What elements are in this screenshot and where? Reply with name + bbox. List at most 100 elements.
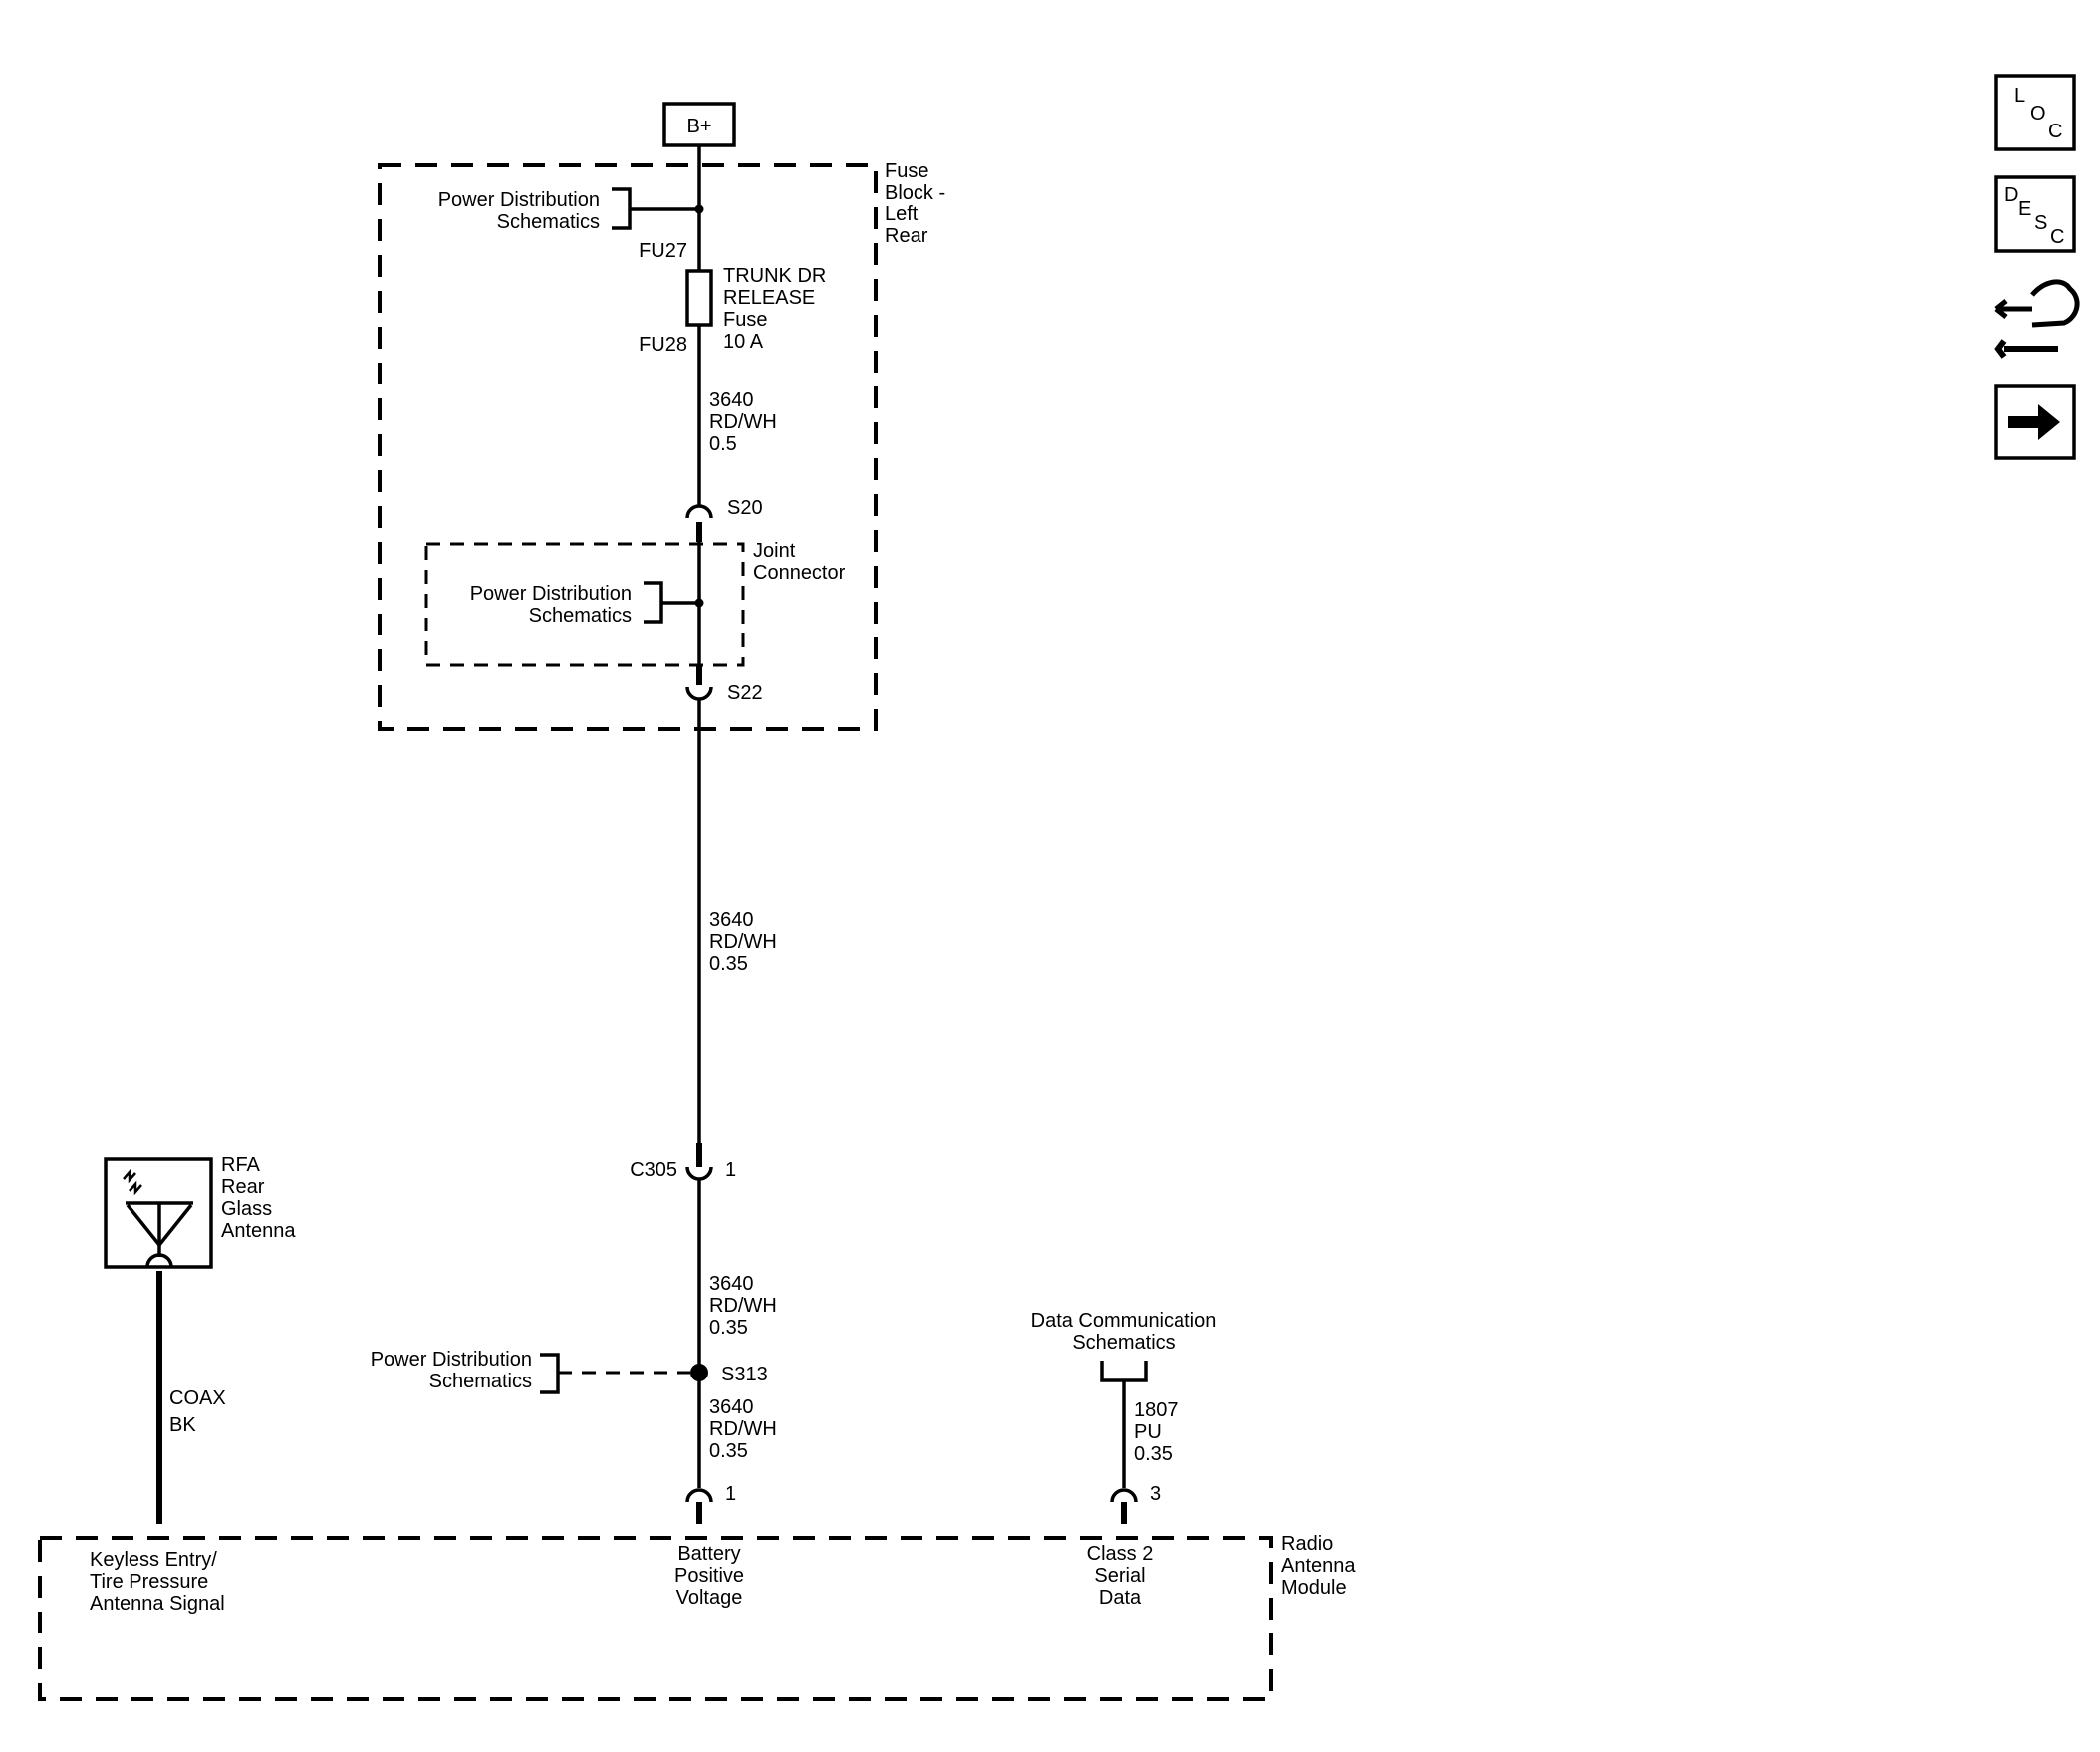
repair-button[interactable] <box>1994 279 2080 359</box>
svg-text:RD/WH: RD/WH <box>709 411 777 433</box>
svg-text:Schematics: Schematics <box>429 1371 532 1392</box>
svg-text:S: S <box>2034 212 2047 234</box>
svg-text:RD/WH: RD/WH <box>709 931 777 953</box>
coax-color-label: BK <box>169 1414 196 1436</box>
svg-text:Connector: Connector <box>753 562 846 584</box>
svg-text:Rear: Rear <box>221 1176 265 1198</box>
svg-text:Glass: Glass <box>221 1198 272 1220</box>
svg-text:Voltage: Voltage <box>676 1587 743 1609</box>
svg-text:L: L <box>2014 85 2025 107</box>
svg-text:Schematics: Schematics <box>1072 1332 1175 1354</box>
connector-c305: C305 1 <box>630 1143 736 1181</box>
module-pin-1: 1 <box>685 1483 736 1524</box>
svg-text:Fuse: Fuse <box>723 309 767 331</box>
desc-button[interactable]: D E S C <box>1994 175 2076 253</box>
splice-dot-top <box>694 204 704 214</box>
svg-text:PU: PU <box>1134 1421 1162 1443</box>
rfa-rear-glass-antenna: RFA Rear Glass Antenna <box>104 1154 296 1269</box>
svg-text:Radio: Radio <box>1281 1533 1333 1555</box>
svg-text:Schematics: Schematics <box>529 605 632 626</box>
svg-text:Block -: Block - <box>885 182 945 204</box>
svg-text:Data Communication: Data Communication <box>1031 1310 1217 1332</box>
svg-text:Module: Module <box>1281 1577 1347 1599</box>
svg-text:Keyless Entry/: Keyless Entry/ <box>90 1549 217 1571</box>
fu27-label: FU27 <box>639 240 687 262</box>
svg-text:C: C <box>2050 226 2064 248</box>
svg-text:D: D <box>2004 184 2018 206</box>
power-distribution-top-ref: Power Distribution Schematics <box>438 187 704 233</box>
svg-text:S20: S20 <box>727 497 763 519</box>
svg-text:C: C <box>2048 121 2062 142</box>
svg-text:Antenna: Antenna <box>221 1220 296 1242</box>
antenna-right <box>157 1203 193 1247</box>
coax-label: COAX <box>169 1387 226 1409</box>
joint-connector-boundary <box>424 542 745 667</box>
class2-serial-data-label: Class 2 Serial Data <box>1087 1543 1154 1609</box>
svg-text:Tire Pressure: Tire Pressure <box>90 1571 208 1593</box>
splice-dot-s313 <box>690 1364 708 1381</box>
svg-text:Class 2: Class 2 <box>1087 1543 1154 1565</box>
antenna-connector <box>145 1253 173 1268</box>
arrow-right-icon[interactable] <box>2008 404 2060 440</box>
svg-text:0.5: 0.5 <box>709 433 737 455</box>
next-button[interactable] <box>1994 384 2076 460</box>
battery-positive-voltage-label: Battery Positive Voltage <box>674 1543 744 1609</box>
svg-text:Fuse: Fuse <box>885 160 928 182</box>
svg-text:Left: Left <box>885 203 919 225</box>
antenna-left <box>126 1203 161 1247</box>
splice-s313: S313 Power Distribution Schematics <box>371 1349 768 1394</box>
repair-hand-wrench-icon[interactable] <box>1994 279 2080 359</box>
svg-text:1807: 1807 <box>1134 1399 1179 1421</box>
svg-text:RD/WH: RD/WH <box>709 1418 777 1440</box>
bracket-top <box>612 187 632 230</box>
desc-icon[interactable] <box>1994 175 2076 253</box>
svg-text:3: 3 <box>1150 1483 1161 1505</box>
svg-text:TRUNK DR: TRUNK DR <box>723 265 826 287</box>
signal-icon <box>123 1168 142 1196</box>
wire-label-1: 3640 RD/WH 0.5 <box>709 389 777 455</box>
keyless-entry-label: Keyless Entry/ Tire Pressure Antenna Sig… <box>90 1549 225 1615</box>
bracket-data-comm <box>1100 1361 1148 1382</box>
connector-s20: S20 <box>685 497 763 519</box>
svg-text:C305: C305 <box>630 1159 677 1181</box>
svg-text:Rear: Rear <box>885 225 928 247</box>
svg-text:Power Distribution: Power Distribution <box>470 583 632 605</box>
radio-antenna-module-name: Radio Antenna Module <box>1281 1533 1356 1599</box>
svg-text:3640: 3640 <box>709 389 754 411</box>
loc-button[interactable]: L O C <box>1994 74 2076 151</box>
loc-icon[interactable] <box>1994 74 2076 151</box>
radio-antenna-module-boundary <box>38 1536 1273 1701</box>
power-distribution-joint-ref: Power Distribution Schematics <box>470 581 704 626</box>
svg-text:S22: S22 <box>727 682 763 704</box>
svg-text:Antenna: Antenna <box>1281 1555 1356 1577</box>
svg-text:Joint: Joint <box>753 540 796 562</box>
svg-text:3640: 3640 <box>709 1273 754 1295</box>
svg-text:RFA: RFA <box>221 1154 261 1176</box>
svg-text:Data: Data <box>1099 1587 1142 1609</box>
svg-text:Antenna Signal: Antenna Signal <box>90 1593 225 1615</box>
svg-text:O: O <box>2030 103 2046 125</box>
svg-text:Power Distribution: Power Distribution <box>371 1349 532 1371</box>
svg-text:0.35: 0.35 <box>709 1440 748 1462</box>
module-pin-3: 3 <box>1110 1483 1161 1524</box>
svg-text:RD/WH: RD/WH <box>709 1295 777 1317</box>
wire-label-2: 3640 RD/WH 0.35 <box>709 909 777 975</box>
svg-text:0.35: 0.35 <box>709 1317 748 1339</box>
trunk-release-fuse: FU27 TRUNK DR RELEASE Fuse 10 A FU28 <box>639 240 826 356</box>
svg-text:S313: S313 <box>721 1364 768 1385</box>
svg-text:RELEASE: RELEASE <box>723 287 815 309</box>
svg-text:Positive: Positive <box>674 1565 744 1587</box>
svg-text:0.35: 0.35 <box>709 953 748 975</box>
data-communication-ref: Data Communication Schematics 1807 PU 0.… <box>1031 1310 1217 1488</box>
svg-text:Serial: Serial <box>1094 1565 1145 1587</box>
splice-dot-joint <box>694 598 704 608</box>
bplus-label: B+ <box>686 116 711 137</box>
svg-text:Schematics: Schematics <box>497 211 600 233</box>
wire-label-3: 3640 RD/WH 0.35 <box>709 1273 777 1339</box>
fu28-label: FU28 <box>639 334 687 356</box>
battery-positive-source: B+ <box>662 102 736 147</box>
fuse-block-boundary <box>378 163 878 731</box>
svg-text:1: 1 <box>725 1483 736 1505</box>
svg-text:1: 1 <box>725 1159 736 1181</box>
